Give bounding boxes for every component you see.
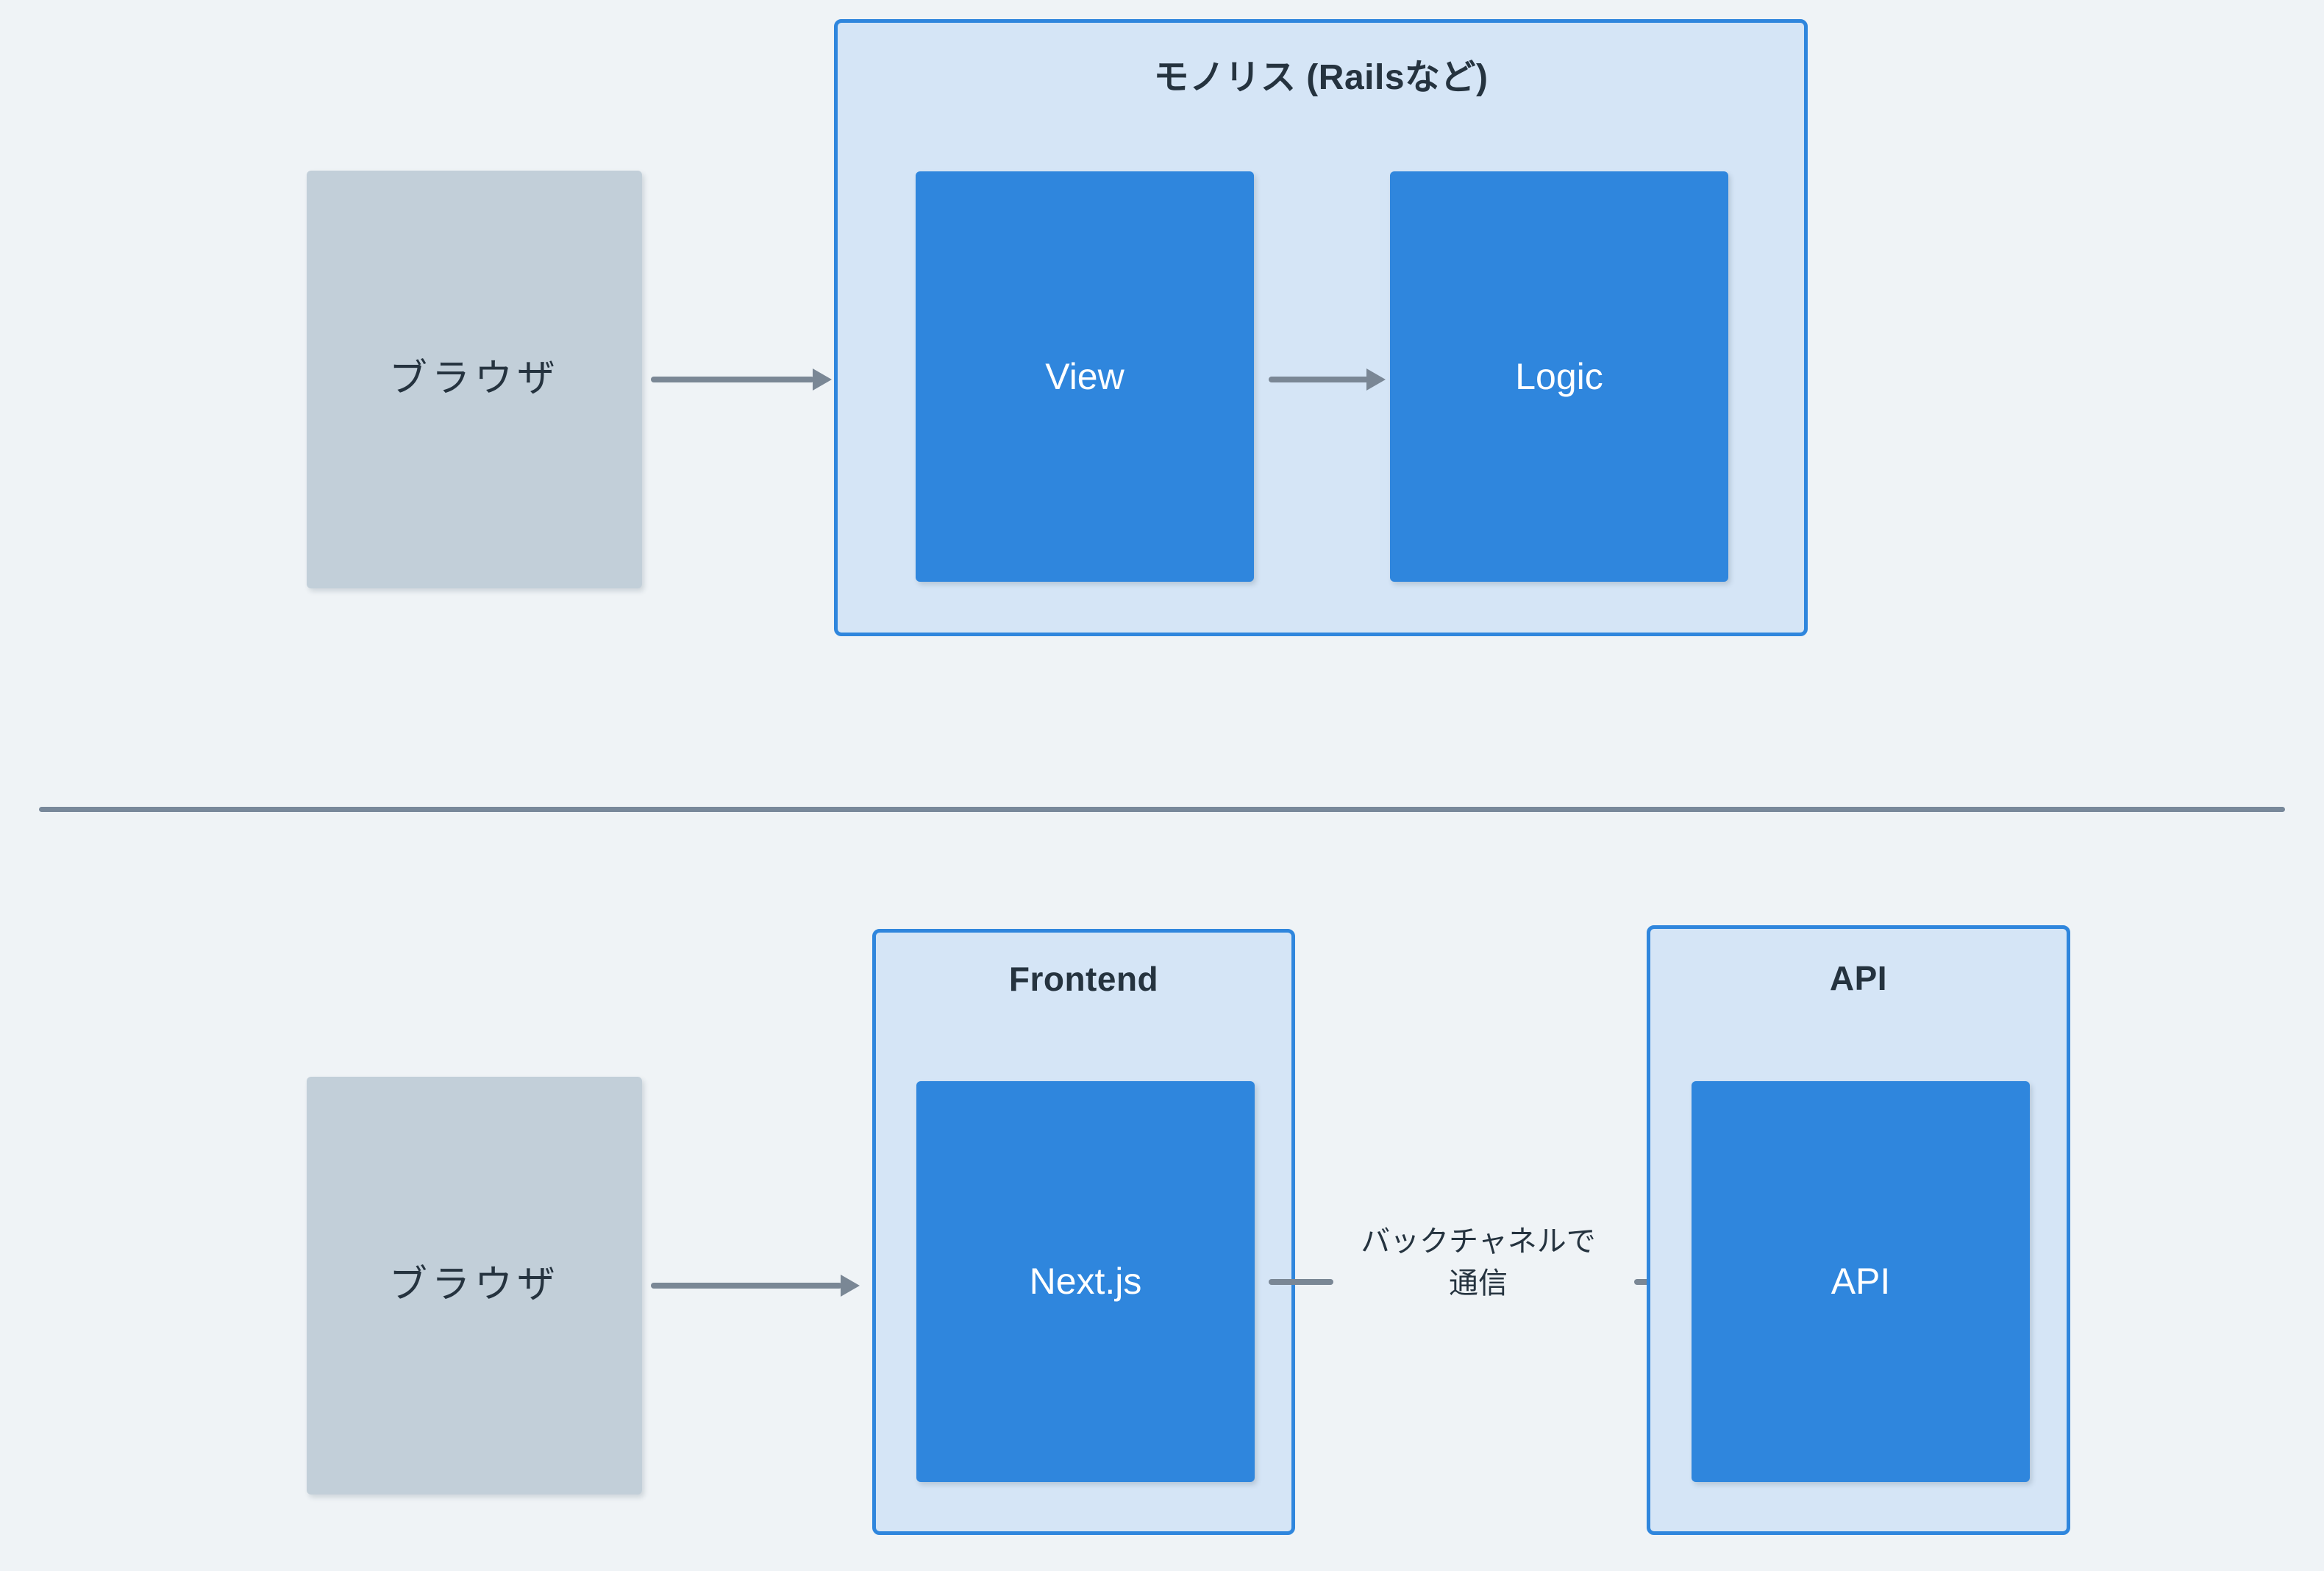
frontend-panel-title: Frontend	[1008, 960, 1159, 998]
arrow-head	[813, 368, 832, 391]
logic-node: Logic	[1390, 171, 1728, 582]
api-panel-title: API	[1829, 959, 1888, 997]
browser-node-bottom-label: ブラウザ	[388, 1264, 560, 1307]
browser-node-top-label: ブラウザ	[388, 357, 560, 401]
arrow-shaft-left	[1269, 1279, 1333, 1285]
logic-node-label: Logic	[1515, 355, 1603, 397]
backchannel-edge-label: バックチャネルで 通信	[1361, 1225, 1596, 1300]
browser-node-top: ブラウザ	[307, 171, 642, 588]
arrow-shaft	[651, 1283, 842, 1289]
arrow-head	[1366, 368, 1386, 391]
arrow-shaft	[651, 377, 814, 382]
section-divider	[39, 807, 2285, 812]
monolith-panel-title: モノリス (Railsなど)	[1153, 58, 1489, 97]
nextjs-node-label: Next.js	[1029, 1261, 1142, 1302]
arrow-head	[841, 1275, 860, 1297]
nextjs-node: Next.js	[916, 1081, 1255, 1482]
view-node-label: View	[1045, 355, 1124, 397]
api-node-label: API	[1831, 1261, 1891, 1302]
browser-node-bottom: ブラウザ	[307, 1077, 642, 1495]
view-node: View	[916, 171, 1254, 582]
api-node: API	[1692, 1081, 2030, 1482]
arrow-shaft	[1269, 377, 1370, 382]
